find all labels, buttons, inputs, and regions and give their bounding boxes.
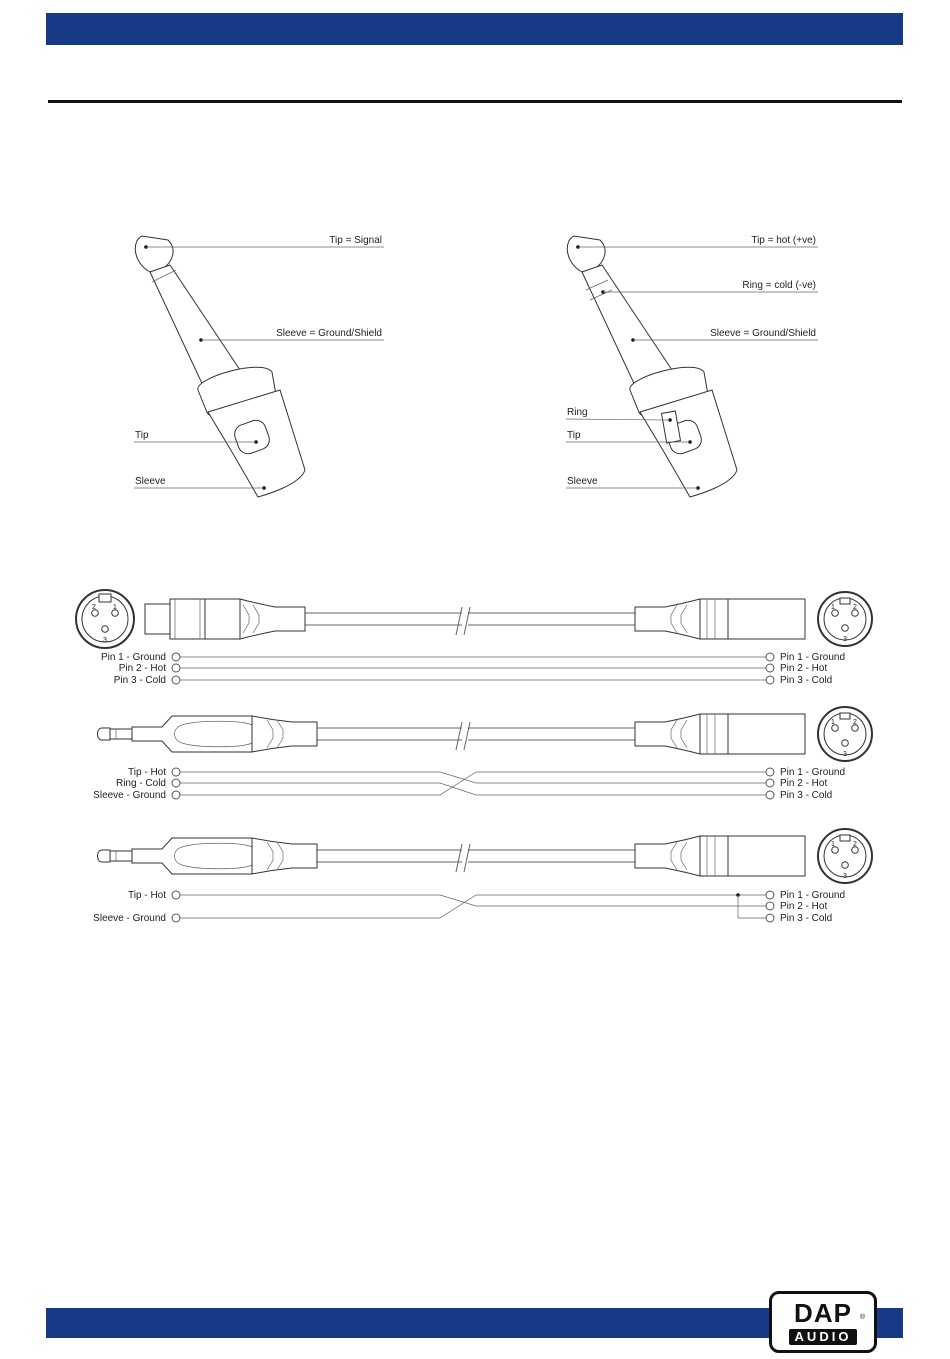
label-ring-cold: Ring = cold (-ve) [742, 280, 816, 291]
logo-text-top: DAP [794, 1297, 852, 1328]
label-stereo-tip: Tip [567, 430, 581, 441]
cable-xlr-xlr: 2 1 3 1 2 3 Pin 1 - Ground Pin 2 - Hot P… [75, 589, 873, 686]
logo-registered-mark: ® [859, 1314, 865, 1321]
svg-text:1: 1 [831, 841, 835, 848]
logo-text-bottom: AUDIO [788, 1328, 858, 1345]
label-stereo-sleeve: Sleeve [567, 476, 598, 487]
label-sleeve-ground-shield: Sleeve = Ground/Shield [276, 328, 382, 339]
mono-jack-plug [134, 235, 306, 498]
label-tip-signal: Tip = Signal [329, 235, 382, 246]
ts-left-tip: Tip - Hot [128, 890, 166, 901]
label-tip-hot: Tip = hot (+ve) [751, 235, 816, 246]
trs-right-pin3: Pin 3 - Cold [780, 790, 832, 801]
ts-right-pin2: Pin 2 - Hot [780, 901, 827, 912]
svg-text:1: 1 [113, 604, 117, 611]
trs-left-ring: Ring - Cold [116, 778, 166, 789]
stereo-jack-plug [566, 235, 738, 498]
label-ring: Ring [567, 407, 588, 418]
xlr-female-face: 2 1 3 [75, 589, 135, 649]
xlr-left-pin3: Pin 3 - Cold [114, 675, 166, 686]
footer-band [46, 1308, 903, 1338]
trs-left-sleeve: Sleeve - Ground [93, 790, 166, 801]
cable-trs-xlr: 1 2 3 Tip - Hot Ring - Cold Sleeve - Gro… [93, 706, 873, 801]
svg-text:1: 1 [831, 719, 835, 726]
svg-text:2: 2 [853, 719, 857, 726]
svg-text:3: 3 [843, 873, 847, 880]
header-rule [48, 100, 902, 103]
svg-text:2: 2 [853, 604, 857, 611]
label-tip: Tip [135, 430, 149, 441]
label-stereo-sleeve-ground-shield: Sleeve = Ground/Shield [710, 328, 816, 339]
svg-text:2: 2 [853, 841, 857, 848]
trs-left-tip: Tip - Hot [128, 767, 166, 778]
svg-text:3: 3 [103, 637, 107, 644]
trs-right-pin2: Pin 2 - Hot [780, 778, 827, 789]
svg-text:1: 1 [831, 604, 835, 611]
dap-audio-logo: DAP AUDIO ® [769, 1291, 877, 1353]
xlr-right-pin3: Pin 3 - Cold [780, 675, 832, 686]
xlr-left-pin1: Pin 1 - Ground [101, 652, 166, 663]
xlr-male-face-2: 1 2 3 [817, 706, 873, 762]
xlr-male-face-3: 1 2 3 [817, 828, 873, 884]
label-sleeve: Sleeve [135, 476, 166, 487]
xlr-male-face: 1 2 3 [817, 591, 873, 647]
xlr-left-pin2: Pin 2 - Hot [119, 663, 166, 674]
ts-right-pin3: Pin 3 - Cold [780, 913, 832, 924]
svg-text:3: 3 [843, 636, 847, 643]
svg-text:2: 2 [92, 604, 96, 611]
ts-right-pin1: Pin 1 - Ground [780, 890, 845, 901]
header-band [46, 13, 903, 45]
ts-left-sleeve: Sleeve - Ground [93, 913, 166, 924]
cable-ts-xlr: 1 2 3 Tip - Hot Sleeve - Ground Pin 1 - … [93, 828, 873, 924]
xlr-right-pin2: Pin 2 - Hot [780, 663, 827, 674]
svg-text:3: 3 [843, 751, 847, 758]
trs-right-pin1: Pin 1 - Ground [780, 767, 845, 778]
xlr-right-pin1: Pin 1 - Ground [780, 652, 845, 663]
